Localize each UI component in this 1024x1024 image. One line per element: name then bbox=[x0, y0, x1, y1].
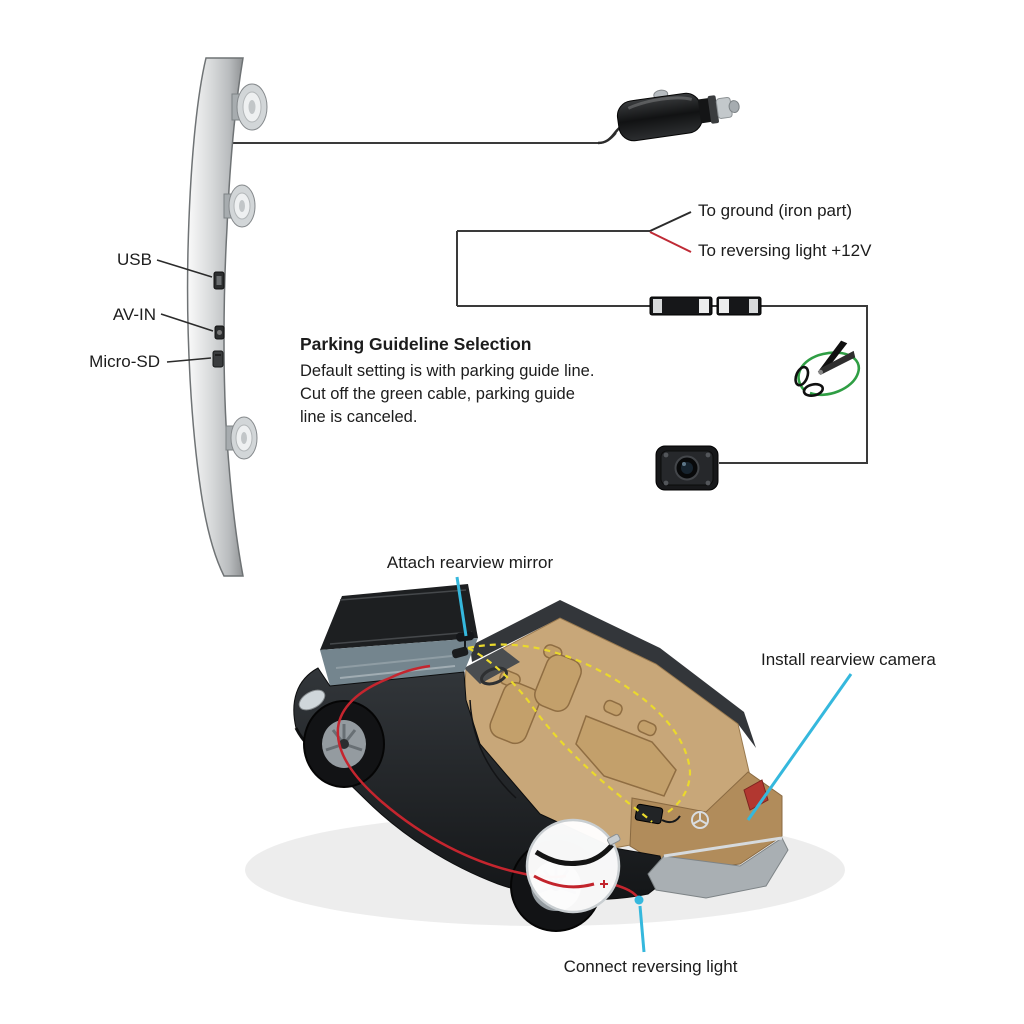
interior-mirror bbox=[456, 631, 475, 648]
micro-sd-slot-icon bbox=[212, 350, 224, 368]
yellow-guide-cable bbox=[467, 643, 692, 823]
connector-plugs-icon bbox=[649, 296, 762, 316]
callout-line-light bbox=[638, 905, 646, 953]
connect-reversing-light-label: Connect reversing light bbox=[563, 957, 738, 976]
port-label-leader-lines bbox=[156, 259, 214, 363]
monitor-side-view-icon bbox=[156, 57, 268, 577]
callout-line-mirror bbox=[455, 576, 468, 637]
rear-bumper bbox=[647, 837, 789, 899]
av-in-port-icon bbox=[214, 325, 225, 340]
ground-label: To ground (iron part) bbox=[698, 201, 853, 220]
usb-port-icon bbox=[213, 271, 225, 290]
micro-sd-label: Micro-SD bbox=[89, 352, 160, 371]
car-dashboard bbox=[464, 648, 520, 684]
rear-bumper-trim bbox=[663, 836, 783, 858]
car-charger-icon bbox=[616, 89, 740, 142]
mount-knob-middle bbox=[223, 184, 256, 228]
ground-lead-black bbox=[649, 211, 692, 232]
windshield-glare bbox=[339, 665, 456, 679]
windshield-glare-2 bbox=[335, 655, 453, 669]
scissors-icon bbox=[794, 340, 856, 397]
magnifier-detail-icon bbox=[525, 818, 621, 914]
parking-note-title: Parking Guideline Selection bbox=[300, 334, 532, 354]
car-windshield bbox=[320, 638, 478, 686]
car-far-side bbox=[470, 600, 756, 748]
camera-kit-in-trunk bbox=[634, 803, 681, 825]
headlight bbox=[298, 689, 326, 711]
usb-label: USB bbox=[117, 250, 152, 269]
door-seam bbox=[469, 699, 517, 799]
parking-note-line-3: line is canceled. bbox=[300, 407, 418, 426]
parking-note-line-2: Cut off the green cable, parking guide bbox=[300, 384, 575, 403]
front-wheel bbox=[303, 700, 385, 788]
parking-note: Parking Guideline Selection Default sett… bbox=[300, 333, 640, 429]
callout-lines bbox=[455, 576, 853, 953]
car-illustration bbox=[245, 584, 845, 932]
parking-note-line-1: Default setting is with parking guide li… bbox=[300, 361, 595, 380]
rearview-camera-icon bbox=[655, 445, 719, 491]
mount-knob-top bbox=[231, 83, 268, 131]
av-in-label: AV-IN bbox=[112, 305, 156, 324]
steering-wheel bbox=[480, 666, 508, 686]
install-camera-label: Install rearview camera bbox=[761, 650, 936, 669]
reversing-light-point bbox=[634, 895, 644, 905]
car-roof bbox=[320, 584, 478, 650]
roof-rail-2 bbox=[339, 589, 467, 601]
av-wire-to-camera bbox=[719, 305, 868, 464]
power-wire bbox=[232, 132, 617, 144]
door-mirror bbox=[451, 646, 469, 659]
attach-mirror-label: Attach rearview mirror bbox=[386, 553, 554, 572]
mount-knob-bottom bbox=[225, 416, 258, 460]
reversing-lead-red bbox=[649, 231, 692, 253]
callout-line-camera bbox=[746, 673, 853, 821]
reversing-light-label: To reversing light +12V bbox=[698, 241, 872, 260]
roof-rail bbox=[329, 631, 473, 645]
brand-star-emblem bbox=[691, 811, 709, 829]
